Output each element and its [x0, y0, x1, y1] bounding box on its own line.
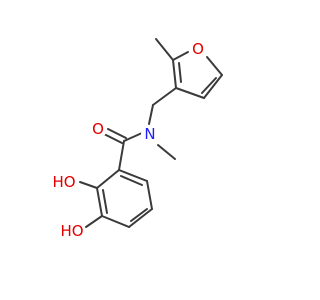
bond-ring-inner-2 [130, 208, 148, 222]
furan-oxygen-label: O [192, 40, 204, 58]
bond-ring-c5-c6 [146, 180, 153, 210]
bond-furan-inner-2 [201, 77, 217, 94]
bond-ring-c6-c1 [118, 169, 148, 182]
carbonyl-oxygen-label: O [92, 120, 104, 138]
amide-nitrogen: N [141, 125, 159, 143]
bond-furan-c5-c4 [203, 74, 223, 99]
bond-carbonyl-n [123, 132, 143, 142]
bond-ring-c3-c4 [101, 215, 130, 228]
bond-n-methyl [157, 144, 176, 160]
carbonyl-oxygen: O [89, 120, 107, 138]
furan-oxygen-bg [189, 40, 207, 58]
bond-furan-inner-1 [178, 62, 182, 83]
bond-furan-methyl [155, 38, 174, 61]
bond-furan-c4-c3 [175, 87, 205, 99]
bond-ring-c2-c3 [96, 187, 103, 217]
amide-nitrogen-label: N [144, 125, 155, 143]
bond-furan-c3-c2 [172, 59, 177, 89]
bond-ring-carbonyl [118, 140, 125, 171]
amide-nitrogen-bg [141, 125, 159, 143]
hydroxyl-upper-label: HO [52, 173, 75, 191]
bond-n-ch2 [148, 104, 154, 125]
bond-ch2-furan [152, 87, 177, 106]
bond-ring-c4-c5 [128, 208, 153, 228]
bond-c3-oh [85, 215, 103, 228]
bond-carbonyl-double-b [107, 128, 127, 139]
hydroxyl-lower: HO [60, 222, 83, 240]
molecule-structure: O N O HO HO [52, 38, 223, 240]
carbonyl-oxygen-bg [89, 120, 107, 138]
atom-labels: O N O HO HO [52, 40, 207, 240]
bond-ring-inner-3 [120, 175, 143, 186]
furan-oxygen: O [189, 40, 207, 58]
bonds [79, 38, 223, 228]
hydroxyl-upper: HO [52, 173, 75, 191]
bond-c2-oh [79, 181, 98, 189]
bond-ring-c1-c2 [96, 169, 120, 189]
bond-ring-inner-1 [102, 189, 108, 214]
bond-furan-o-c5 [206, 56, 223, 76]
bond-furan-c2-o [172, 51, 189, 61]
hydroxyl-lower-label: HO [60, 222, 83, 240]
bond-carbonyl-double-a [103, 133, 123, 144]
